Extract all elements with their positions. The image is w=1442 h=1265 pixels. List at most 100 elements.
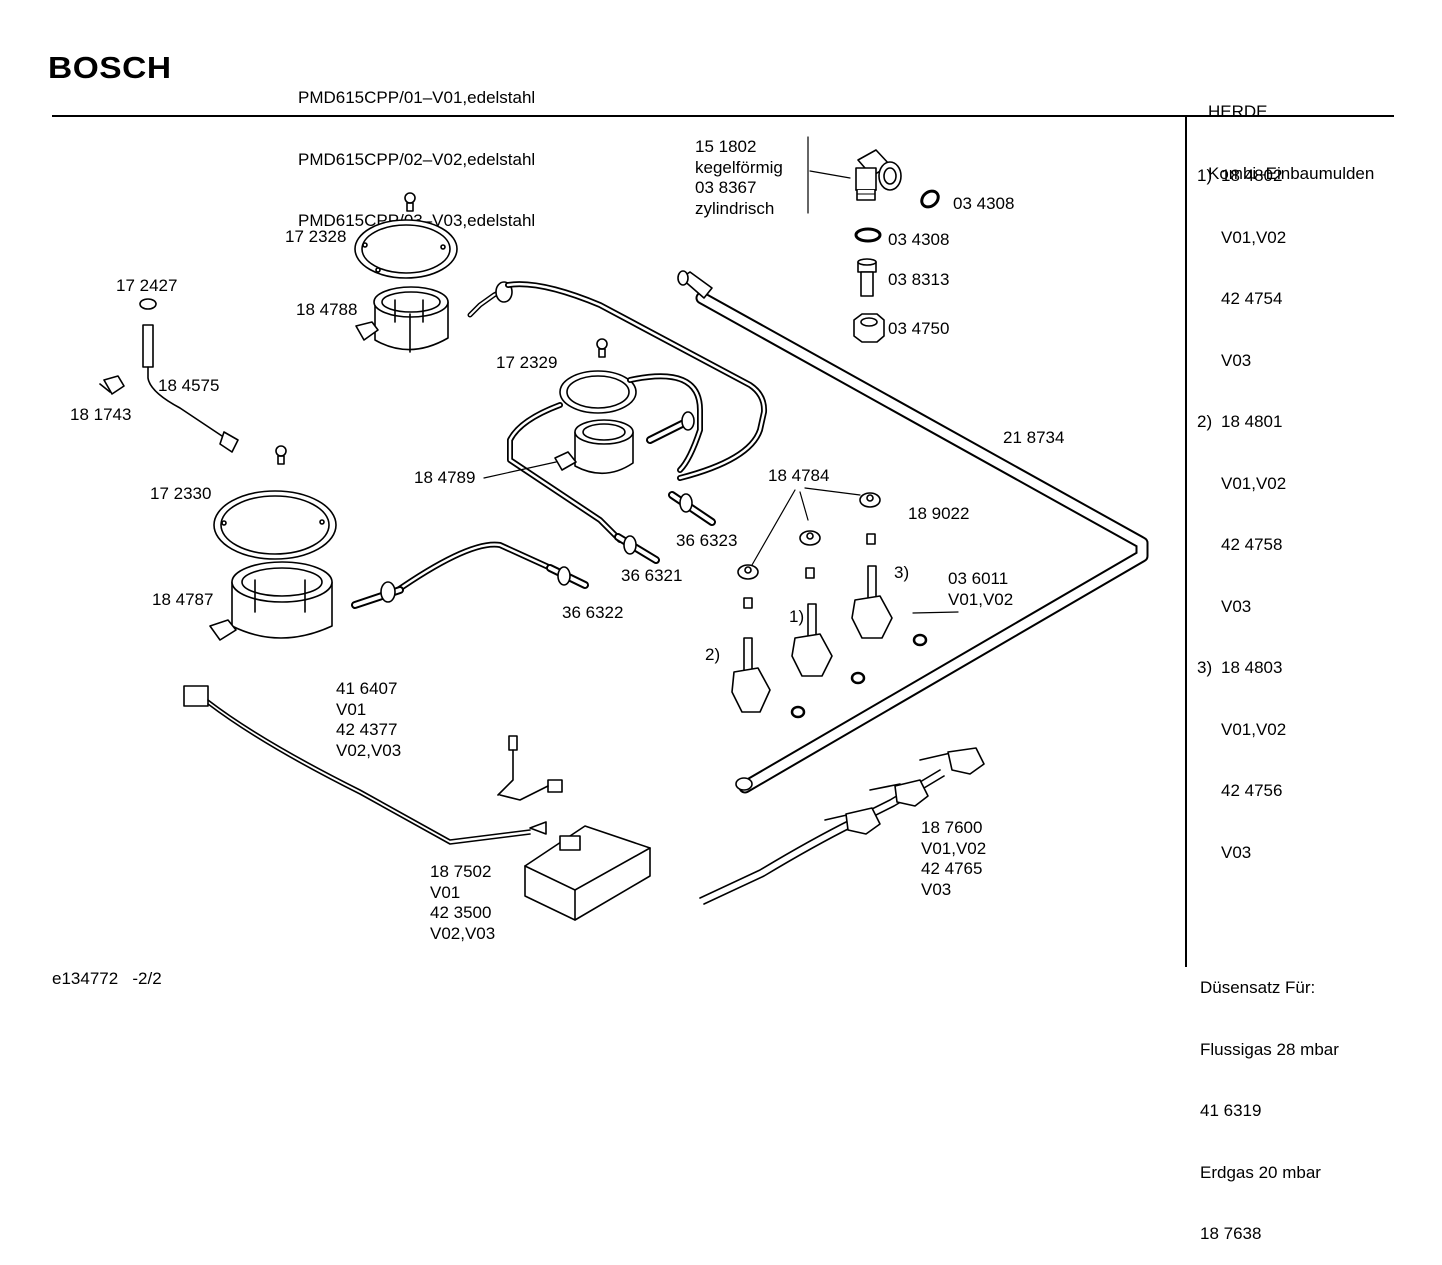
- label-416407: 41 6407 V01 42 4377 V02,V03: [336, 679, 402, 760]
- variant-line: V03: [1221, 842, 1252, 862]
- variant-line: 18 4803: [1221, 658, 1283, 677]
- gas-tube: [393, 543, 557, 594]
- gas-valve: [791, 603, 833, 677]
- label-172427: 17 2427: [116, 276, 178, 295]
- seal-ring: [850, 671, 866, 685]
- hex-nut: [853, 313, 885, 343]
- model-line: PMD615CPP/01–V01,edelstahl: [298, 88, 536, 107]
- nozzle-line: 41 6319: [1200, 1101, 1262, 1120]
- thermocouple: [99, 298, 239, 453]
- ignition-wiring: [183, 685, 563, 845]
- label-189022: 18 9022: [908, 504, 970, 523]
- label-184784: 18 4784: [768, 466, 830, 485]
- nipple: [857, 258, 877, 297]
- variant-marker-1: 1): [789, 607, 805, 626]
- document-id: e134772 -2/2: [52, 969, 162, 988]
- label-366322: 36 6322: [562, 603, 624, 622]
- gas-valve: [731, 637, 771, 713]
- variant-marker-3: 3): [894, 563, 910, 582]
- pipe-fitting: [614, 533, 660, 564]
- pipe-fitting: [546, 564, 589, 589]
- label-034308: 03 4308: [888, 230, 950, 249]
- label-034308: 03 4308: [953, 194, 1015, 213]
- nozzle-line: Düsensatz Für:: [1200, 978, 1316, 997]
- leader-lines: [483, 461, 959, 614]
- label-184789: 18 4789: [414, 468, 476, 487]
- label-034750: 03 4750: [888, 319, 950, 338]
- variant-2: 2) 18 4801: [1197, 412, 1339, 433]
- variant-line: V01,V02: [1221, 473, 1287, 493]
- pipe-fitting: [668, 491, 716, 526]
- seal-ring: [912, 633, 928, 647]
- pipe-fitting: [467, 281, 513, 318]
- spring: [866, 533, 876, 545]
- label-038313: 03 8313: [888, 270, 950, 289]
- gasket-172329: [559, 370, 637, 414]
- gas-tube: [506, 282, 766, 480]
- variant-1: 1) 18 4802: [1197, 166, 1339, 187]
- nozzle-line: Erdgas 20 mbar: [1200, 1162, 1321, 1182]
- label-187502: 18 7502 V01 42 3500 V02,V03: [430, 862, 496, 943]
- gasket-172328: [354, 219, 458, 279]
- gas-tube: [392, 541, 558, 595]
- gas-pipe: [677, 270, 1149, 794]
- elbow-connector: [807, 136, 902, 214]
- pipe-fitting: [646, 411, 695, 444]
- label-218734: 21 8734: [1003, 428, 1065, 447]
- variant-num: 2): [1197, 412, 1213, 431]
- variant-line: 42 4756: [1221, 781, 1283, 800]
- burner-base-184787: [209, 561, 333, 641]
- label-184788: 18 4788: [296, 300, 358, 319]
- variant-3: 3) 18 4803: [1197, 658, 1339, 679]
- label-172328: 17 2328: [285, 227, 347, 246]
- nozzle-line: 18 7638: [1200, 1224, 1262, 1243]
- brand-logo: BOSCH: [48, 50, 172, 85]
- variant-num: 3): [1197, 658, 1213, 677]
- variant-marker-2: 2): [705, 645, 721, 664]
- variant-line: V01,V02: [1221, 227, 1287, 247]
- category-line: Kombi–Einbaumulden: [1208, 163, 1375, 183]
- nozzle-line: Flussigas 28 mbar: [1200, 1039, 1339, 1059]
- switch-harness: [699, 747, 985, 905]
- variant-line: 18 4801: [1221, 412, 1283, 431]
- spring: [743, 597, 753, 609]
- label-366321: 36 6321: [621, 566, 683, 585]
- seal-ring: [790, 705, 806, 719]
- variant-line: 42 4758: [1221, 535, 1283, 554]
- gasket-172330: [213, 490, 337, 560]
- screw: [596, 338, 608, 358]
- valve-cap: [799, 530, 821, 546]
- gas-valve: [851, 565, 893, 639]
- burner-base-184789: [554, 419, 634, 475]
- spring: [805, 567, 815, 579]
- screw: [275, 445, 287, 465]
- sidebar-rule: [1185, 117, 1187, 967]
- variant-line: 18 4802: [1221, 166, 1283, 185]
- gas-tube: [628, 375, 702, 472]
- variant-num: 1): [1197, 166, 1213, 185]
- valve-cap: [737, 564, 759, 580]
- label-172330: 17 2330: [150, 484, 212, 503]
- ignition-module: [524, 825, 651, 921]
- label-366323: 36 6323: [676, 531, 738, 550]
- label-184787: 18 4787: [152, 590, 214, 609]
- seal-ring: [854, 227, 882, 243]
- model-line: PMD615CPP/02–V02,edelstahl: [298, 149, 536, 169]
- pipe-fitting: [351, 581, 404, 609]
- variant-line: 42 4754: [1221, 289, 1283, 308]
- label-181743: 18 1743: [70, 405, 132, 424]
- label-036011: 03 6011 V01,V02: [948, 569, 1014, 609]
- header-rule: [52, 115, 1394, 117]
- variant-line: V01,V02: [1221, 719, 1287, 739]
- label-172329: 17 2329: [496, 353, 558, 372]
- burner-base-184788: [355, 286, 449, 353]
- variant-line: V03: [1221, 596, 1252, 616]
- variant-line: V03: [1221, 350, 1252, 370]
- label-187600: 18 7600 V01,V02 42 4765 V03: [921, 818, 987, 899]
- label-151802: 15 1802 kegelförmig 03 8367 zylindrisch: [695, 137, 783, 218]
- exploded-view-drawing: [99, 136, 1149, 921]
- gas-tube: [508, 403, 622, 542]
- label-184575: 18 4575: [158, 376, 220, 395]
- screw: [404, 192, 416, 212]
- valve-cap: [859, 492, 881, 508]
